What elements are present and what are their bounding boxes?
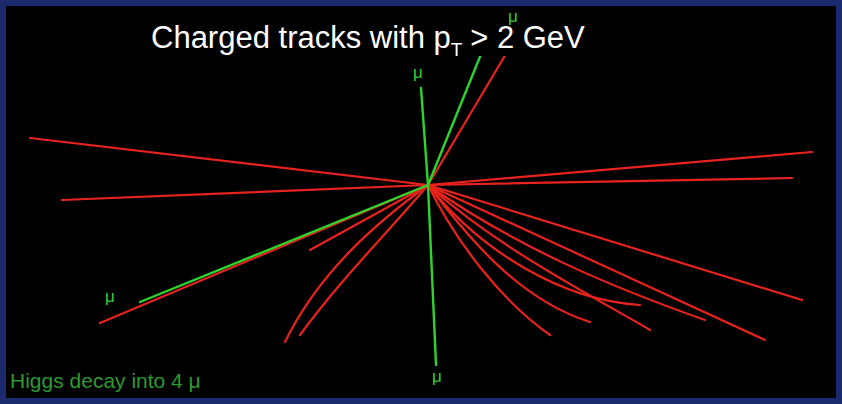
- muon-label: μ: [431, 368, 443, 385]
- caption-note: Higgs decay into 4 μ: [8, 369, 203, 393]
- title-text: Charged tracks with p: [151, 20, 451, 56]
- title-line: Charged tracks with pT> 2 GeV: [148, 20, 588, 56]
- muon-label: μ: [412, 64, 424, 81]
- subscript: T: [451, 39, 463, 61]
- muon-label: μ: [507, 8, 519, 25]
- muon-label: μ: [104, 288, 116, 305]
- title-text: > 2 GeV: [470, 20, 585, 56]
